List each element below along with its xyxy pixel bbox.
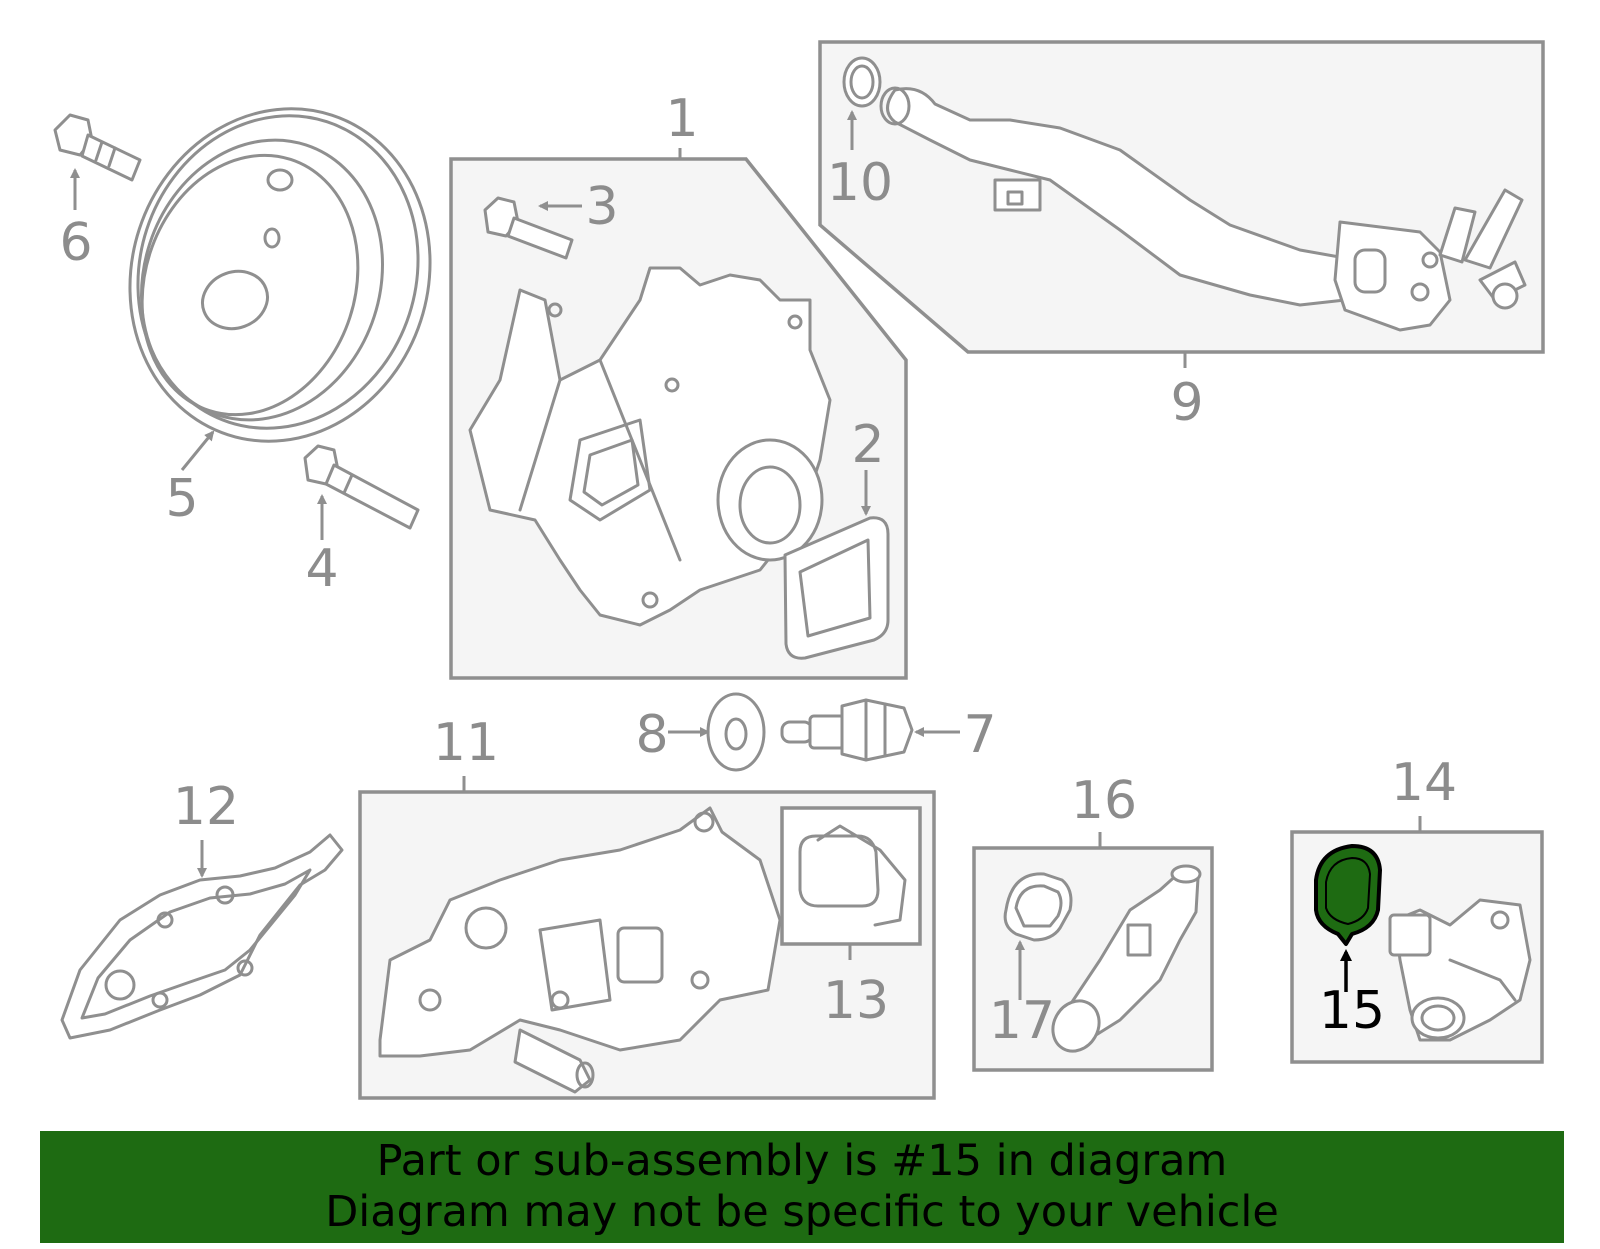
leader-5 (180, 430, 215, 471)
bolt-part-4[interactable] (303, 444, 420, 530)
label-14: 14 (1391, 753, 1457, 813)
label-3: 3 (585, 177, 618, 237)
label-13: 13 (823, 971, 889, 1031)
pulley-part-5[interactable] (87, 69, 472, 480)
water-pump-box-1[interactable] (449, 157, 908, 680)
label-12: 12 (173, 777, 239, 837)
coolant-pipe-box-9[interactable] (818, 40, 1545, 354)
temp-sensor-part-7[interactable] (780, 698, 914, 762)
label-8: 8 (635, 705, 668, 765)
gasket-part-12[interactable] (60, 833, 344, 1040)
thermostat-box-16[interactable] (972, 846, 1214, 1072)
gasket-part-15-highlighted[interactable] (1314, 844, 1382, 946)
label-5: 5 (165, 469, 198, 529)
label-15: 15 (1319, 981, 1385, 1041)
banner-line-disclaimer: Diagram may not be specific to your vehi… (325, 1187, 1279, 1237)
label-6: 6 (59, 213, 92, 273)
water-outlet-box-14[interactable] (1290, 830, 1544, 1064)
thermostat-housing-box-11[interactable] (358, 790, 936, 1100)
banner-line-part-number: Part or sub-assembly is #15 in diagram (376, 1136, 1228, 1186)
label-4: 4 (305, 539, 338, 599)
label-11: 11 (433, 713, 499, 773)
label-1: 1 (665, 89, 698, 149)
label-10: 10 (827, 153, 893, 213)
info-banner: Part or sub-assembly is #15 in diagram D… (40, 1131, 1564, 1243)
washer-part-8[interactable] (706, 692, 766, 772)
label-17: 17 (989, 991, 1055, 1051)
bolt-part-6[interactable] (53, 113, 142, 182)
label-2: 2 (851, 415, 884, 475)
label-16: 16 (1071, 771, 1137, 831)
label-7: 7 (963, 705, 996, 765)
label-9: 9 (1170, 373, 1203, 433)
